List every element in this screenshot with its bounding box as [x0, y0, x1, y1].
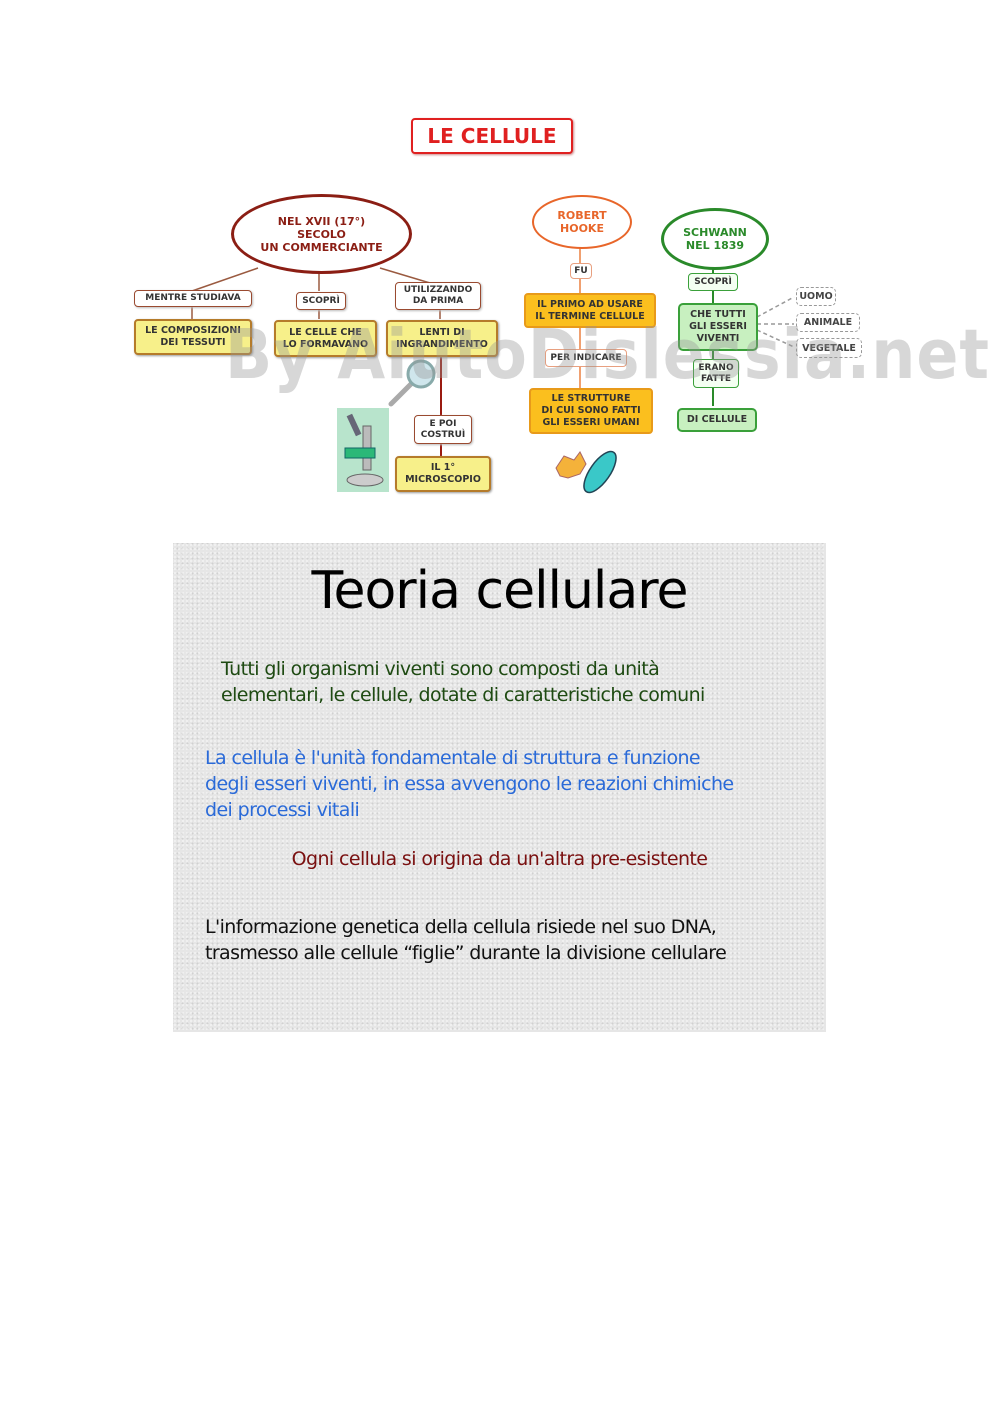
example-animale: ANIMALE	[796, 313, 860, 332]
root-line: NEL 1839	[685, 239, 745, 252]
link-mentre-studiava: MENTRE STUDIAVA	[134, 290, 252, 307]
slide-paragraph-unita-fondamentale: La cellula è l'unità fondamentale di str…	[205, 745, 734, 823]
slide-title: Teoria cellulare	[311, 561, 689, 621]
node-line: IL PRIMO AD USARE	[537, 298, 643, 310]
watermark: By AiutoDislessia.net	[225, 314, 991, 395]
node-line: DI CUI SONO FATTI	[541, 405, 641, 416]
connector-lines	[191, 245, 795, 456]
node-primo-microscopio: IL 1°MICROSCOPIO	[395, 456, 491, 492]
link-line: ERANO	[698, 362, 734, 373]
node-line: CHE TUTTI	[690, 309, 746, 320]
link-line: DA PRIMA	[412, 296, 464, 306]
root-line: ROBERT	[557, 209, 607, 222]
concept-map-title: LE CELLULE	[411, 118, 573, 154]
example-uomo: UOMO	[796, 287, 836, 306]
node-di-cellule: DI CELLULE	[677, 408, 757, 432]
root-line: SECOLO	[297, 227, 346, 241]
link-line: UTILIZZANDO	[403, 285, 473, 295]
node-line: GLI ESSERI UMANI	[542, 417, 640, 428]
node-line: IL TERMINE CELLULE	[535, 310, 645, 322]
magnifying-glass-icon	[388, 359, 436, 407]
node-line: LE CELLE CHE	[289, 326, 362, 338]
slide-paragraph-organismi: Tutti gli organismi viventi sono compost…	[221, 656, 705, 708]
link-per-indicare: PER INDICARE	[545, 349, 627, 367]
teoria-cellulare-slide: Teoria cellulare Tutti gli organismi viv…	[173, 543, 826, 1032]
commerciante-root-node: NEL XVII (17°) SECOLO UN COMMERCIANTE	[231, 194, 412, 274]
microscope-icon	[344, 413, 384, 487]
paragraph-line: La cellula è l'unità fondamentale di str…	[205, 747, 701, 769]
paragraph-line: L'informazione genetica della cellula ri…	[205, 916, 717, 938]
paragraph-line: trasmesso alle cellule “figlie” durante …	[205, 942, 727, 964]
link-line: FATTE	[700, 373, 731, 384]
root-line: HOOKE	[560, 222, 604, 235]
node-line: LE STRUTTURE	[551, 393, 631, 404]
node-line: GLI ESSERI	[689, 321, 747, 332]
node-line: IL 1°	[430, 462, 456, 473]
node-line: VIVENTI	[696, 333, 740, 344]
root-line: NEL XVII (17°)	[277, 214, 366, 228]
example-vegetale: VEGETALE	[796, 338, 862, 358]
root-line: SCHWANN	[683, 226, 747, 239]
paragraph-line: elementari, le cellule, dotate di caratt…	[221, 684, 705, 706]
link-scopri: SCOPRÌ	[296, 292, 346, 310]
paragraph-line: Ogni cellula si origina da un'altra pre-…	[291, 848, 708, 870]
node-line: INGRANDIMENTO	[396, 338, 488, 350]
paragraph-line: Tutti gli organismi viventi sono compost…	[221, 658, 660, 680]
link-fu: FU	[570, 263, 592, 279]
node-line: MICROSCOPIO	[405, 474, 481, 485]
cells-illustration-icon	[555, 450, 617, 494]
root-line: UN COMMERCIANTE	[260, 240, 383, 254]
link-line: E POI	[429, 418, 457, 429]
paragraph-line: dei processi vitali	[205, 799, 360, 821]
node-line: LE COMPOSIZIONI	[145, 325, 241, 336]
microscope-image	[337, 408, 389, 492]
slide-paragraph-dna: L'informazione genetica della cellula ri…	[205, 914, 727, 966]
node-line: LO FORMAVANO	[282, 338, 369, 350]
node-line: LENTI DI	[419, 326, 465, 338]
paragraph-line: degli esseri viventi, in essa avvengono …	[205, 773, 734, 795]
slide-paragraph-origine: Ogni cellula si origina da un'altra pre-…	[173, 846, 826, 872]
link-line: COSTRUÌ	[420, 429, 466, 440]
node-line: DEI TESSUTI	[160, 337, 226, 348]
link-scopri-schwann: SCOPRÌ	[688, 273, 738, 291]
